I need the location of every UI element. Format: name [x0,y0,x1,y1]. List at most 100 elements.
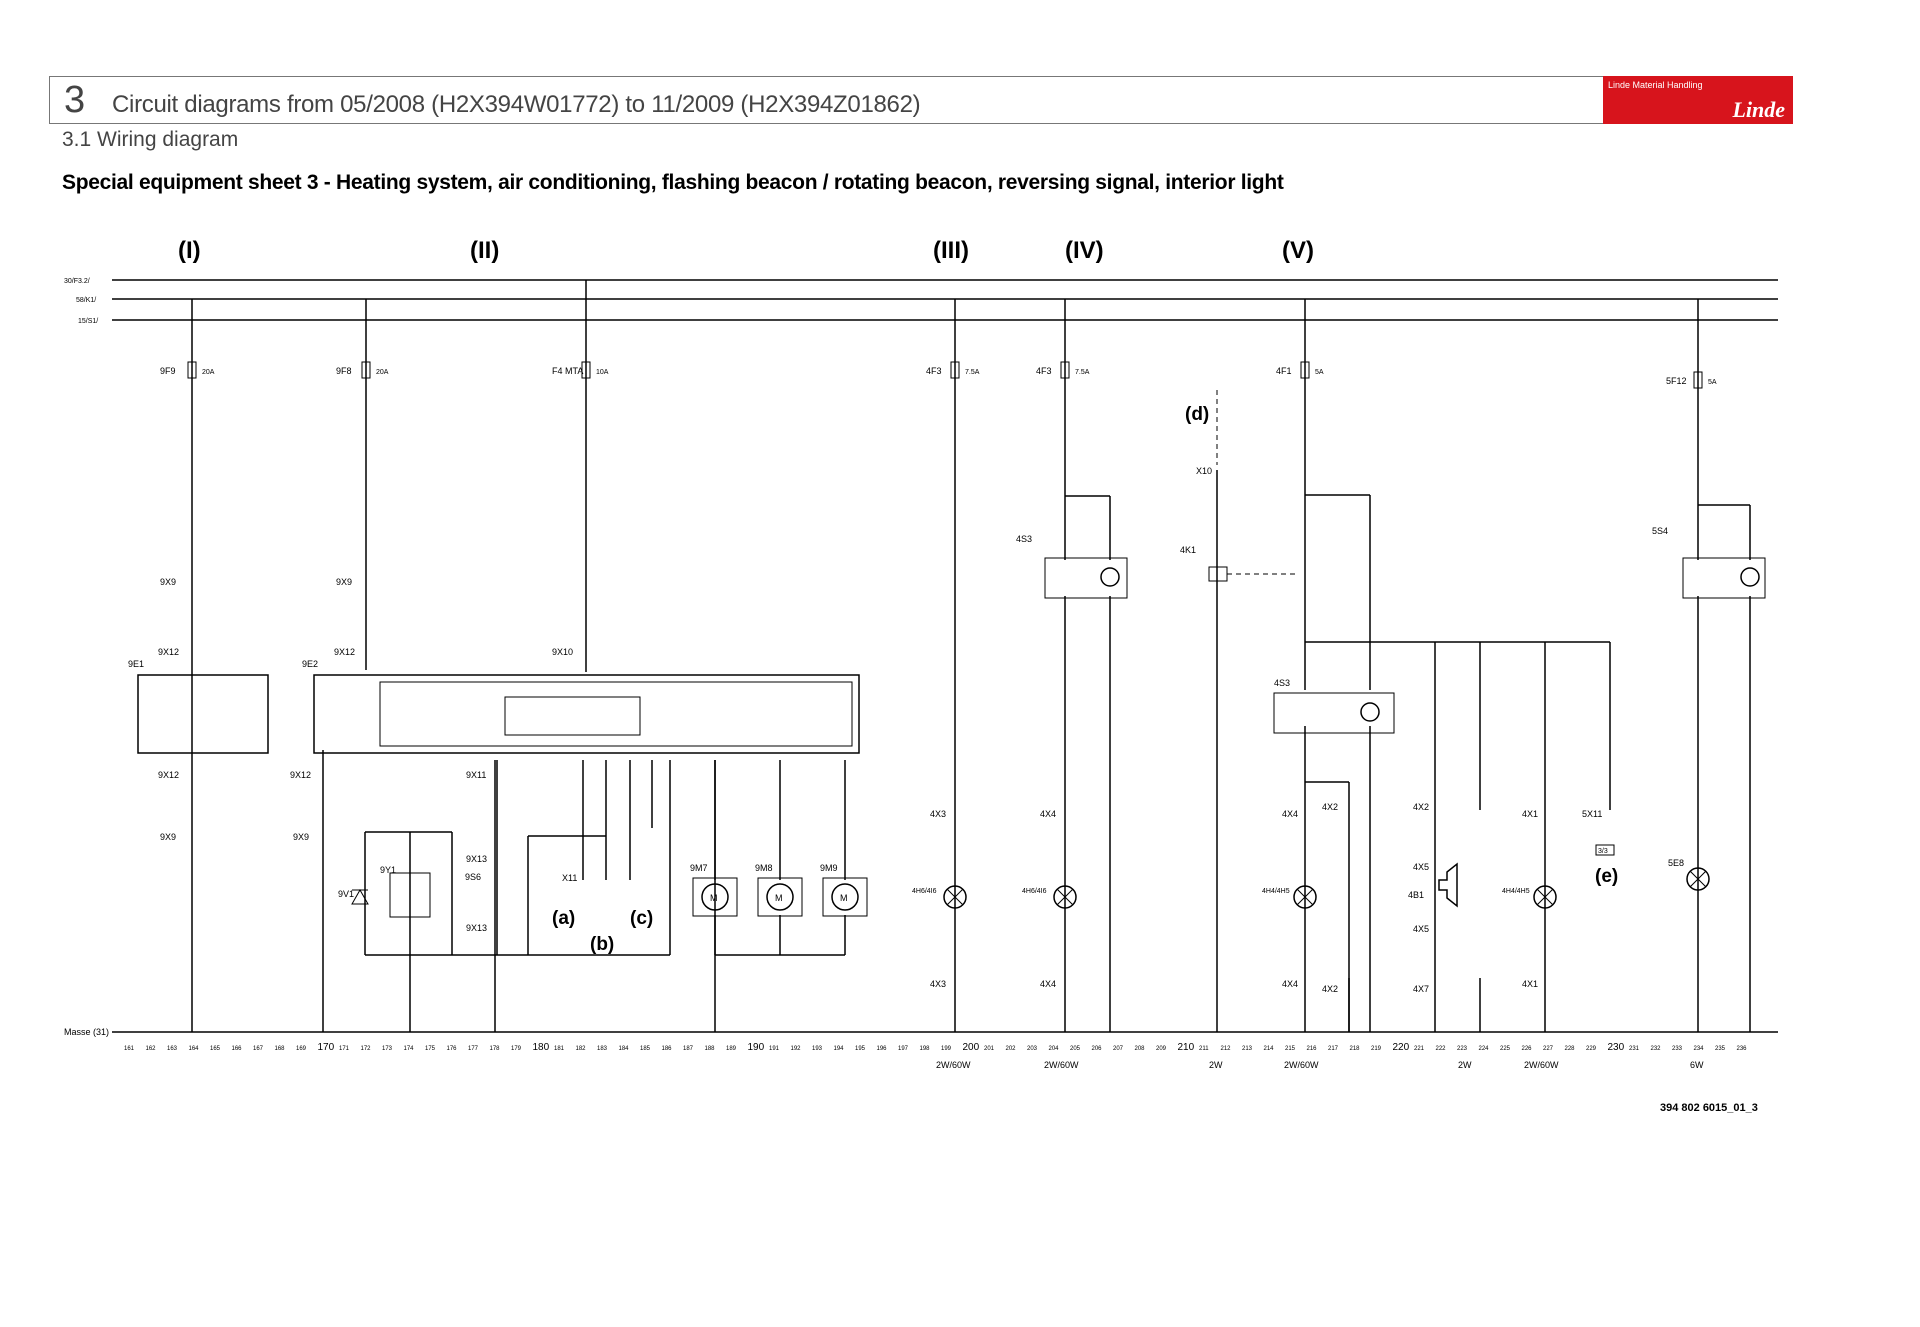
current-path-number: 176 [447,1046,458,1052]
fuse-rating: 20A [202,369,215,376]
current-path-number: 164 [189,1046,200,1052]
current-path-number: 192 [791,1046,802,1052]
section-label: (III) [933,237,969,264]
current-path-number: 202 [1006,1046,1017,1052]
current-path-number: 199 [941,1046,952,1052]
fuse-rating: 10A [596,369,609,376]
connector-label: 4X4 [1040,979,1056,989]
power-rails: 30/F3.2/ 58/K1/ 15/S1/ Masse (31) [64,278,1778,1037]
connector-label: 4X2 [1322,984,1338,994]
connector-label: 4X5 [1413,862,1429,872]
current-path-number: 233 [1672,1046,1683,1052]
chapter-number: 3 [64,79,86,121]
connector-label: 5X11 [1582,809,1602,819]
current-path-number: 216 [1307,1046,1318,1052]
rating-label: 2W/60W [1524,1060,1559,1070]
rail-label: 58/K1/ [76,297,96,304]
current-path-number: 220 [1393,1042,1410,1053]
fuse-labels: 9F9 20A 9F8 20A F4 MTA 10A 4F3 7.5A 4F3 … [160,366,1717,386]
current-path-number: 206 [1092,1046,1103,1052]
logo-name: Linde [1732,97,1785,122]
linde-logo: Linde Material Handling Linde [1603,76,1793,124]
current-path-number: 222 [1436,1046,1447,1052]
current-path-number: 191 [769,1046,780,1052]
callout-label: (e) [1595,866,1618,887]
current-path-number: 162 [146,1046,157,1052]
current-path-number: 170 [318,1042,335,1053]
component-label: 9M8 [755,863,773,873]
current-path-number: 185 [640,1046,651,1052]
current-path-number: 228 [1565,1046,1576,1052]
current-path-number: 218 [1350,1046,1361,1052]
current-path-number: 177 [468,1046,479,1052]
connector-labels: 9X9 9X9 9X12 9X12 9X10 9X12 9X12 9X11 9X… [158,466,1615,994]
chapter-header: 3 Circuit diagrams from 05/2008 (H2X394W… [49,76,1793,124]
current-path-number: 232 [1651,1046,1662,1052]
connector-label: 9X9 [336,577,352,587]
callout-label: (d) [1185,404,1209,425]
rail-label: 30/F3.2/ [64,278,90,285]
component-label: 4S3 [1274,678,1290,688]
current-path-number: 187 [683,1046,694,1052]
current-path-number: 212 [1221,1046,1232,1052]
section-label: (I) [178,237,201,264]
callouts: (a) (b) (c) (d) (e) [552,404,1618,955]
component-label: 4H4/4H5 [1262,888,1290,895]
rating-label: 2W/60W [1284,1060,1319,1070]
current-path-number: 213 [1242,1046,1253,1052]
current-path-number: 168 [275,1046,286,1052]
current-path-number: 196 [877,1046,888,1052]
current-path-number: 221 [1414,1046,1425,1052]
current-path-number: 188 [705,1046,716,1052]
section-label: (II) [470,237,499,264]
terminal-ref: 3/3 [1598,848,1608,855]
connector-label: 4X2 [1413,802,1429,812]
rating-label: 2W [1209,1060,1223,1070]
current-path-number: 171 [339,1046,350,1052]
current-path-number: 200 [963,1042,980,1053]
rail-label: 15/S1/ [78,318,98,325]
fuse-label: F4 MTA [552,366,583,376]
component-label: 4K1 [1180,545,1196,555]
connector-label: 4X1 [1522,809,1538,819]
section-title: 3.1 Wiring diagram [62,128,239,151]
current-path-number: 198 [920,1046,931,1052]
component-label: 4S3 [1016,534,1032,544]
fuse-label: 5F12 [1666,376,1687,386]
connector-label: 9X9 [160,832,176,842]
current-path-number: 227 [1543,1046,1554,1052]
section-label: (IV) [1065,237,1104,264]
sheet-heading: Special equipment sheet 3 - Heating syst… [62,171,1284,194]
current-path-number: 225 [1500,1046,1511,1052]
current-path-number: 197 [898,1046,909,1052]
fuse-label: 4F3 [926,366,942,376]
connector-label: 9X12 [290,770,311,780]
fuse-label: 9F9 [160,366,176,376]
fuse-label: 9F8 [336,366,352,376]
module-boxes [137,557,1766,754]
current-path-number: 186 [662,1046,673,1052]
connector-label: X10 [1196,466,1212,476]
rating-label: 2W/60W [936,1060,971,1070]
chapter-title: Circuit diagrams from 05/2008 (H2X394W01… [112,91,921,118]
current-path-number: 215 [1285,1046,1296,1052]
current-path-number: 230 [1608,1042,1625,1053]
connector-label: 9X13 [466,923,487,933]
current-path-number: 193 [812,1046,823,1052]
current-path-number: 235 [1715,1046,1726,1052]
current-path-number: 189 [726,1046,737,1052]
component-label: 9E1 [128,659,144,669]
fuse-label: 4F1 [1276,366,1292,376]
current-path-number: 203 [1027,1046,1038,1052]
current-path-number: 217 [1328,1046,1339,1052]
connector-label: 4X7 [1413,984,1429,994]
connector-label: 4X4 [1282,979,1298,989]
component-label: 9Y1 [380,865,396,875]
motors: M M M [692,877,868,917]
current-path-number: 166 [232,1046,243,1052]
fuse-label: 4F3 [1036,366,1052,376]
fuse-rating: 5A [1708,379,1717,386]
current-path-number: 161 [124,1046,135,1052]
fuse-rating: 20A [376,369,389,376]
connector-label: 9X13 [466,854,487,864]
